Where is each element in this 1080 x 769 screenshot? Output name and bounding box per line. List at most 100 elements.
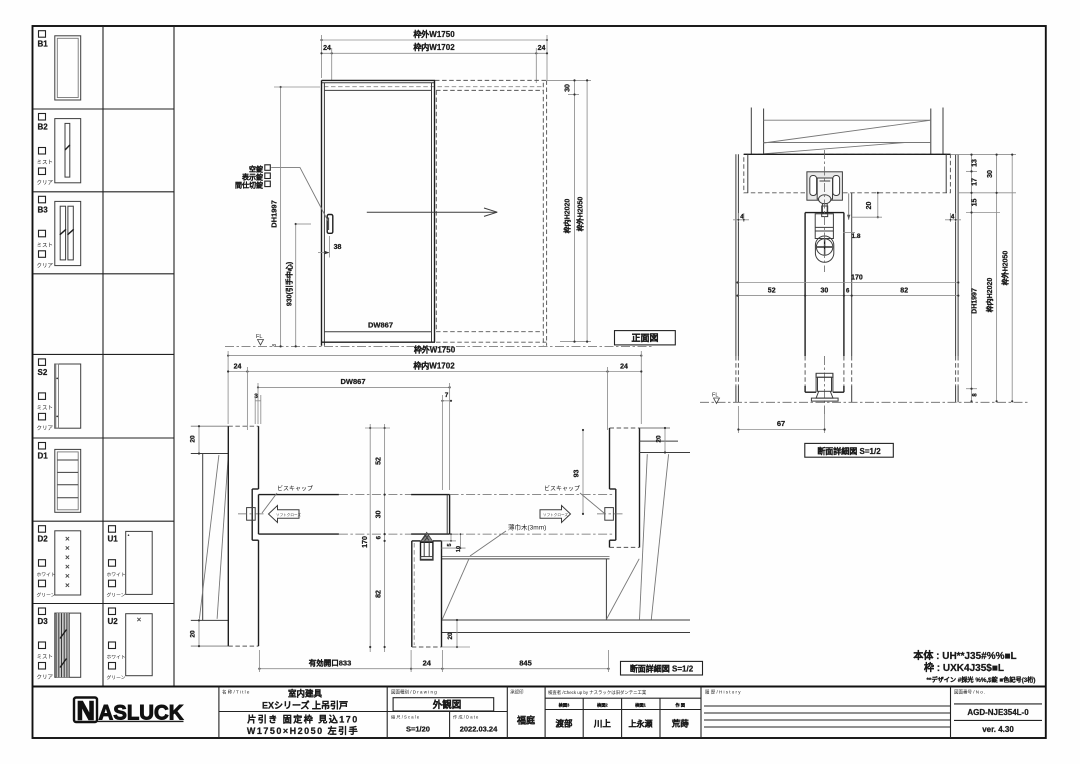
- svg-text:5: 5: [447, 543, 453, 546]
- svg-text:EXシリーズ 上吊引戸: EXシリーズ 上吊引戸: [262, 700, 348, 711]
- svg-text:DW867: DW867: [368, 321, 393, 330]
- svg-text:検図2: 検図2: [597, 702, 608, 709]
- svg-text:承認印: 承認印: [510, 689, 524, 696]
- svg-text:30: 30: [987, 170, 994, 178]
- svg-text:3: 3: [254, 393, 258, 400]
- svg-text:DH1997: DH1997: [270, 200, 279, 228]
- svg-text:ホワイト: ホワイト: [107, 655, 126, 661]
- svg-text:10: 10: [456, 546, 462, 552]
- svg-text:断面詳細図 S=1/2: 断面詳細図 S=1/2: [817, 446, 881, 456]
- svg-text:検図1: 検図1: [635, 702, 646, 709]
- svg-text:ミスト: ミスト: [37, 242, 54, 249]
- svg-text:ソフトクローズ: ソフトクローズ: [276, 512, 301, 517]
- svg-text:外観図: 外観図: [432, 699, 462, 711]
- svg-text:82: 82: [376, 590, 383, 598]
- svg-text:6: 6: [377, 535, 383, 539]
- svg-text:枠内W1702: 枠内W1702: [412, 360, 455, 370]
- svg-text:67: 67: [777, 419, 785, 428]
- svg-text:検図3: 検図3: [559, 702, 570, 709]
- svg-text:断面詳細図 S=1/2: 断面詳細図 S=1/2: [630, 664, 694, 674]
- svg-text:川上: 川上: [593, 719, 612, 729]
- svg-text:D2: D2: [38, 535, 49, 544]
- svg-text:24: 24: [234, 363, 242, 370]
- svg-text:履 歴 / H i s t o r y: 履 歴 / H i s t o r y: [705, 690, 741, 696]
- svg-text:S2: S2: [38, 368, 48, 377]
- svg-text:4: 4: [951, 213, 955, 220]
- svg-text:D1: D1: [38, 452, 49, 461]
- svg-text:930(引手中心): 930(引手中心): [285, 262, 294, 306]
- svg-text:W1750×H2050 左引手: W1750×H2050 左引手: [247, 725, 359, 736]
- svg-text:ver. 4.30: ver. 4.30: [982, 725, 1014, 734]
- svg-text:170: 170: [851, 275, 863, 282]
- svg-text:間仕切錠: 間仕切錠: [235, 181, 264, 190]
- svg-text:845: 845: [519, 658, 532, 667]
- svg-text:クリア: クリア: [37, 262, 54, 269]
- svg-text:4: 4: [740, 213, 744, 220]
- svg-text:福庭: 福庭: [516, 715, 536, 726]
- svg-text:B2: B2: [38, 123, 49, 132]
- svg-text:2022.03.24: 2022.03.24: [460, 725, 498, 734]
- svg-text:52: 52: [376, 457, 383, 465]
- svg-text:片引き 固定枠 見込170: 片引き 固定枠 見込170: [247, 714, 359, 725]
- svg-text:薄巾木(3mm): 薄巾木(3mm): [508, 523, 546, 532]
- svg-text:荒蒔: 荒蒔: [671, 719, 690, 729]
- svg-text:枠内H2020: 枠内H2020: [563, 199, 572, 234]
- svg-text:グリーン: グリーン: [37, 592, 56, 599]
- svg-text:38: 38: [334, 244, 342, 251]
- svg-text:30: 30: [565, 84, 572, 92]
- svg-text:20: 20: [866, 202, 873, 210]
- svg-text:ミスト: ミスト: [37, 159, 54, 166]
- svg-text:30: 30: [821, 288, 829, 295]
- svg-text:検査者 /Check up by ナスラックは旧ダンテニ工業: 検査者 /Check up by ナスラックは旧ダンテニ工業: [548, 689, 647, 696]
- svg-text:図面種別 / D r a w i n g: 図面種別 / D r a w i n g: [391, 689, 437, 696]
- svg-text:20: 20: [190, 630, 197, 638]
- svg-text:枠外W1750: 枠外W1750: [412, 29, 455, 39]
- svg-text:170: 170: [362, 536, 369, 548]
- svg-text:FL: FL: [712, 393, 718, 399]
- svg-text:枠 : UXK4J35$■L: 枠 : UXK4J35$■L: [924, 661, 1004, 674]
- svg-text:ホワイト: ホワイト: [37, 572, 56, 578]
- svg-text:FL: FL: [256, 334, 262, 340]
- svg-text:ミスト: ミスト: [37, 654, 54, 661]
- svg-text:U1: U1: [108, 535, 119, 544]
- svg-text:B1: B1: [38, 40, 49, 49]
- svg-text:93: 93: [574, 470, 581, 478]
- svg-text:枠内H2020: 枠内H2020: [985, 278, 994, 313]
- svg-text:20: 20: [656, 435, 663, 443]
- svg-text:枠外H2050: 枠外H2050: [1001, 251, 1010, 286]
- svg-text:ビスキャップ: ビスキャップ: [277, 485, 313, 493]
- svg-text:13: 13: [972, 159, 979, 167]
- svg-text:24: 24: [423, 658, 432, 667]
- svg-text:上永瀬: 上永瀬: [629, 719, 653, 729]
- svg-text:B3: B3: [38, 205, 49, 214]
- svg-text:15: 15: [972, 199, 979, 207]
- svg-text:室内建具: 室内建具: [288, 689, 323, 699]
- svg-text:N: N: [77, 697, 95, 725]
- svg-text:24: 24: [538, 45, 546, 52]
- svg-text:本体 : UH**J35#%%■L: 本体 : UH**J35#%%■L: [913, 649, 1016, 662]
- svg-text:S=1/20: S=1/20: [406, 725, 430, 734]
- svg-text:作 成 / D a t e: 作 成 / D a t e: [453, 714, 479, 721]
- svg-text:グリーン: グリーン: [107, 674, 126, 681]
- svg-text:クリア: クリア: [37, 425, 54, 432]
- svg-text:グリーン: グリーン: [107, 592, 126, 599]
- svg-text:表示錠: 表示錠: [241, 173, 264, 182]
- svg-text:作 図: 作 図: [675, 702, 685, 709]
- svg-text:17: 17: [972, 178, 979, 186]
- svg-text:図面番号 / N o .: 図面番号 / N o .: [954, 689, 985, 696]
- svg-text:縮 尺 / S c a l e: 縮 尺 / S c a l e: [391, 714, 420, 721]
- svg-text:8: 8: [272, 344, 278, 347]
- svg-text:8: 8: [973, 393, 979, 397]
- svg-text:24: 24: [620, 363, 628, 370]
- svg-text:D3: D3: [38, 617, 49, 626]
- svg-text:DH1997: DH1997: [972, 288, 979, 314]
- svg-text:52: 52: [768, 288, 776, 295]
- svg-text:正面図: 正面図: [631, 333, 658, 343]
- svg-text:クリア: クリア: [37, 180, 54, 187]
- svg-text:20: 20: [190, 435, 197, 443]
- svg-text:枠内W1702: 枠内W1702: [412, 42, 455, 52]
- svg-text:名 称 / T i t l e: 名 称 / T i t l e: [222, 689, 250, 696]
- svg-text:7: 7: [445, 392, 449, 399]
- svg-text:ホワイト: ホワイト: [107, 572, 126, 578]
- svg-text:AGD-NJE354L-0: AGD-NJE354L-0: [967, 708, 1029, 717]
